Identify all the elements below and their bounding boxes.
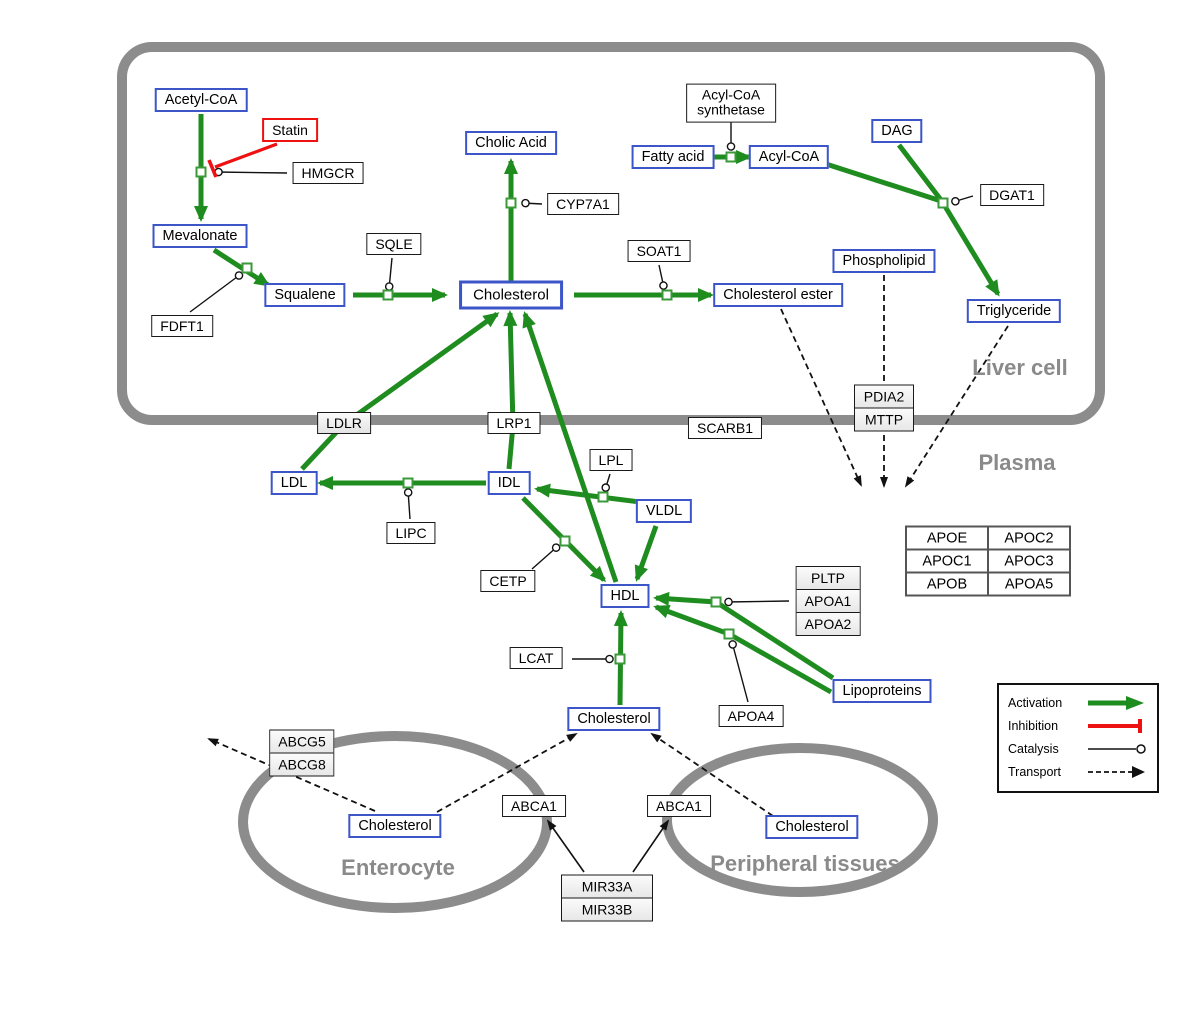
node-pdia2-mttp[interactable]: PDIA2 MTTP xyxy=(854,384,914,432)
legend-inhibition-label: Inhibition xyxy=(1008,718,1059,733)
node-acyl-coa-synthetase[interactable]: Acyl-CoA synthetase xyxy=(686,83,776,123)
node-pltp-apoa1-apoa2[interactable]: PLTP APOA1 APOA2 xyxy=(795,566,861,636)
catalysis-circle-icon xyxy=(1088,743,1146,754)
node-apoc1[interactable]: APOC1 xyxy=(906,549,988,573)
node-lcat[interactable]: LCAT xyxy=(509,647,563,669)
compartment-shapes xyxy=(117,42,1105,913)
inhibition-tbar-icon xyxy=(1088,718,1142,733)
node-abcg5-abcg8[interactable]: ABCG5 ABCG8 xyxy=(269,729,335,777)
catalysis-edges xyxy=(189,122,974,703)
node-fdft1[interactable]: FDFT1 xyxy=(151,315,213,337)
node-apoc2[interactable]: APOC2 xyxy=(988,526,1070,550)
enterocyte-label: Enterocyte xyxy=(341,855,455,880)
node-ldl[interactable]: LDL xyxy=(270,471,318,495)
node-apoa1[interactable]: APOA1 xyxy=(796,589,860,612)
node-cetp[interactable]: CETP xyxy=(480,570,536,592)
transport-edges xyxy=(207,275,1009,817)
node-cholesterol-liver[interactable]: Cholesterol xyxy=(459,280,563,310)
liver-cell-membrane xyxy=(117,42,1105,425)
node-fatty-acid[interactable]: Fatty acid xyxy=(631,145,715,169)
node-hdl[interactable]: HDL xyxy=(600,584,650,608)
node-squalene[interactable]: Squalene xyxy=(264,283,346,307)
node-ldlr[interactable]: LDLR xyxy=(317,412,371,434)
node-sqle[interactable]: SQLE xyxy=(366,233,422,255)
legend-catalysis-row: Catalysis xyxy=(1008,737,1148,760)
legend-transport-label: Transport xyxy=(1008,764,1062,779)
node-apoa5[interactable]: APOA5 xyxy=(988,572,1070,596)
reaction-squares xyxy=(195,151,949,665)
node-abcg8[interactable]: ABCG8 xyxy=(270,752,334,776)
node-acetyl-coa[interactable]: Acetyl-CoA xyxy=(154,88,248,112)
legend-activation-row: Activation xyxy=(1008,691,1148,714)
node-cholesterol-plasma[interactable]: Cholesterol xyxy=(567,707,661,731)
legend-inhibition-row: Inhibition xyxy=(1008,714,1148,737)
node-lpl[interactable]: LPL xyxy=(589,449,633,471)
node-acyl-coa[interactable]: Acyl-CoA xyxy=(748,145,830,169)
node-dag[interactable]: DAG xyxy=(871,119,923,143)
acs-line1: Acyl-CoA xyxy=(701,86,761,103)
plasma-label: Plasma xyxy=(978,450,1056,475)
node-mevalonate[interactable]: Mevalonate xyxy=(152,224,248,248)
peripheral-tissues-label: Peripheral tissues xyxy=(710,851,900,876)
activation-arrow-icon xyxy=(1088,695,1144,710)
node-lipc[interactable]: LIPC xyxy=(386,522,436,544)
node-cholesterol-ester[interactable]: Cholesterol ester xyxy=(713,283,843,307)
mir33-arrows xyxy=(546,819,670,873)
node-pdia2[interactable]: PDIA2 xyxy=(855,385,913,408)
node-mir33a-mir33b[interactable]: MIR33A MIR33B xyxy=(561,874,653,922)
node-hmgcr[interactable]: HMGCR xyxy=(292,162,364,184)
node-mir33b[interactable]: MIR33B xyxy=(562,897,652,921)
node-abca1-peripheral[interactable]: ABCA1 xyxy=(647,795,711,817)
node-pltp[interactable]: PLTP xyxy=(796,567,860,589)
node-apoa4[interactable]: APOA4 xyxy=(718,705,784,727)
node-cholic-acid[interactable]: Cholic Acid xyxy=(465,131,557,155)
node-cholesterol-peripheral[interactable]: Cholesterol xyxy=(765,815,859,839)
inhibition-edge xyxy=(207,142,278,178)
node-dgat1[interactable]: DGAT1 xyxy=(980,184,1044,206)
node-mir33a[interactable]: MIR33A xyxy=(562,875,652,898)
node-apoc3[interactable]: APOC3 xyxy=(988,549,1070,573)
node-triglyceride[interactable]: Triglyceride xyxy=(966,299,1062,323)
node-apoe[interactable]: APOE xyxy=(906,526,988,550)
node-lipoproteins[interactable]: Lipoproteins xyxy=(832,679,932,703)
node-phospholipid[interactable]: Phospholipid xyxy=(832,249,936,273)
node-scarb1[interactable]: SCARB1 xyxy=(687,417,763,439)
node-soat1[interactable]: SOAT1 xyxy=(627,240,691,262)
node-lrp1[interactable]: LRP1 xyxy=(487,412,541,434)
legend-activation-label: Activation xyxy=(1008,695,1063,710)
apolipoprotein-table: APOE APOC2 APOC1 APOC3 APOB APOA5 xyxy=(905,525,1071,597)
legend-transport-row: Transport xyxy=(1008,760,1148,783)
node-cholesterol-enterocyte[interactable]: Cholesterol xyxy=(348,814,442,838)
node-abcg5[interactable]: ABCG5 xyxy=(270,730,334,753)
acs-line2: synthetase xyxy=(697,102,765,118)
node-cyp7a1[interactable]: CYP7A1 xyxy=(547,193,619,215)
node-apoa2[interactable]: APOA2 xyxy=(796,612,860,635)
node-abca1-enterocyte[interactable]: ABCA1 xyxy=(502,795,566,817)
node-statin[interactable]: Statin xyxy=(262,118,318,142)
legend-catalysis-label: Catalysis xyxy=(1008,741,1059,756)
node-vldl[interactable]: VLDL xyxy=(635,499,693,523)
liver-cell-label: Liver cell xyxy=(972,355,1068,380)
transport-dashed-arrow-icon xyxy=(1088,765,1145,778)
legend: Activation Inhibition Catalysis Transpor… xyxy=(997,683,1159,793)
node-idl[interactable]: IDL xyxy=(487,471,531,495)
node-mttp[interactable]: MTTP xyxy=(855,407,913,431)
node-apob[interactable]: APOB xyxy=(906,572,988,596)
